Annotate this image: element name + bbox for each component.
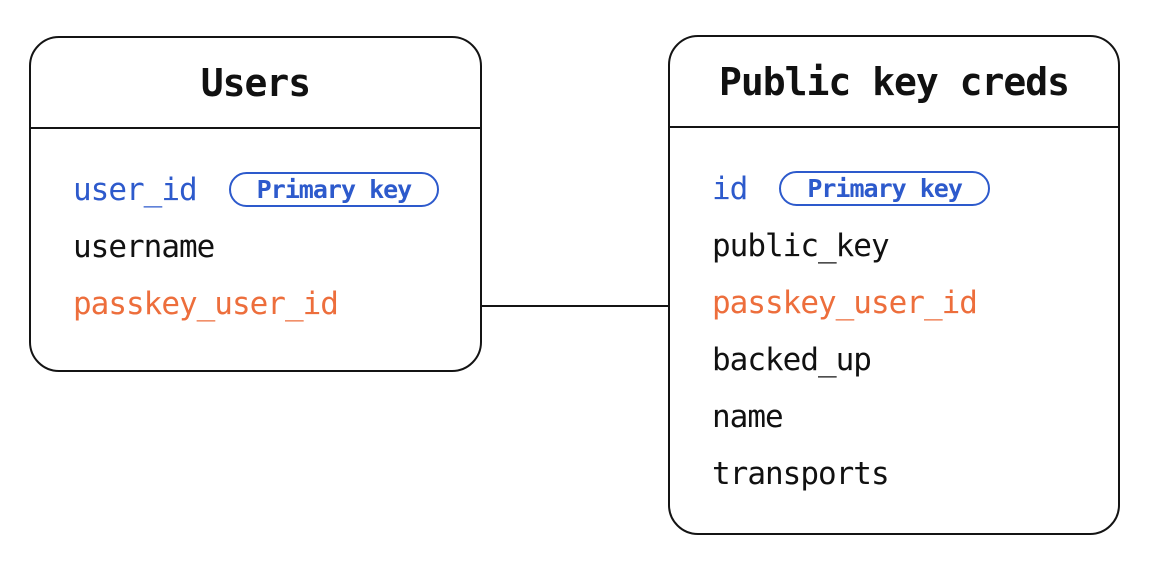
field-row-name: name <box>712 388 1098 445</box>
field-passkey-user-id: passkey_user_id <box>73 285 339 322</box>
field-backed-up: backed_up <box>712 341 872 378</box>
field-id: id <box>712 170 748 207</box>
relationship-line <box>482 305 668 307</box>
table-public-key-creds-title: Public key creds <box>718 59 1070 104</box>
table-public-key-creds-header: Public key creds <box>670 37 1118 128</box>
field-row-user-id: user_id Primary key <box>73 161 460 218</box>
field-user-id: user_id <box>73 171 198 208</box>
field-row-backed-up: backed_up <box>712 331 1098 388</box>
table-public-key-creds[interactable]: Public key creds id Primary key public_k… <box>668 35 1120 535</box>
table-users-title: Users <box>200 60 311 105</box>
field-row-passkey-user-id: passkey_user_id <box>73 275 460 332</box>
field-username: username <box>73 228 215 265</box>
field-row-passkey-user-id: passkey_user_id <box>712 274 1098 331</box>
table-public-key-creds-body: id Primary key public_key passkey_user_i… <box>670 128 1118 502</box>
primary-key-badge: Primary key <box>228 172 440 207</box>
table-users[interactable]: Users user_id Primary key username passk… <box>29 36 482 372</box>
field-name: name <box>712 398 784 435</box>
field-passkey-user-id: passkey_user_id <box>712 284 978 321</box>
field-row-transports: transports <box>712 445 1098 502</box>
primary-key-badge: Primary key <box>779 171 990 206</box>
field-transports: transports <box>712 455 890 492</box>
field-row-id: id Primary key <box>712 160 1098 217</box>
table-users-body: user_id Primary key username passkey_use… <box>31 129 480 332</box>
field-row-public-key: public_key <box>712 217 1098 274</box>
field-public-key: public_key <box>712 227 890 264</box>
table-users-header: Users <box>31 38 480 129</box>
field-row-username: username <box>73 218 460 275</box>
